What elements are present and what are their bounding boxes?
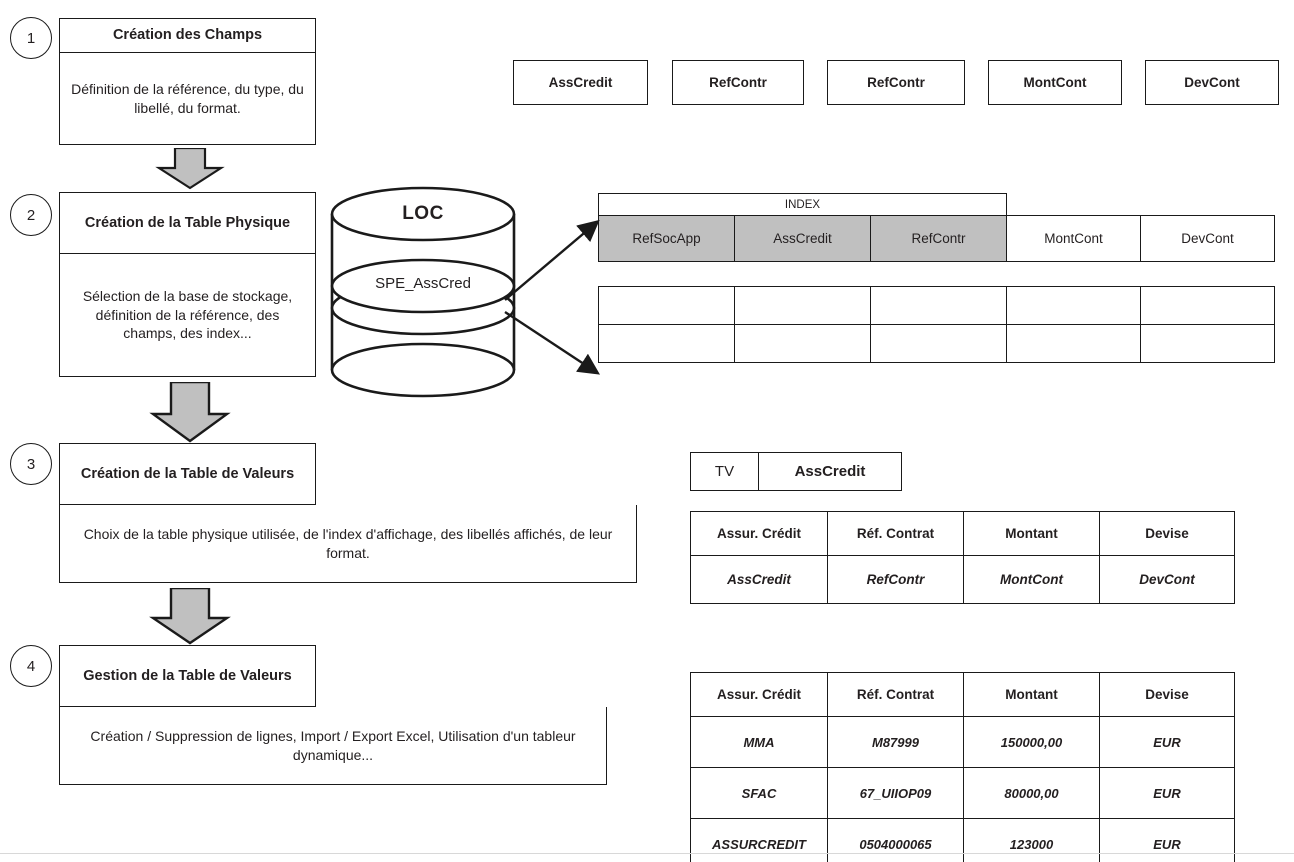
- table-row: MMA M87999 150000,00 EUR: [690, 716, 1235, 768]
- cell-ref-contrat: RefContr: [827, 555, 964, 604]
- physical-column-5: DevCont: [1140, 215, 1275, 262]
- column-header-ref-contrat: Réf. Contrat: [827, 672, 964, 717]
- table-row: AssCredit RefContr MontCont DevCont: [690, 555, 1235, 604]
- cell-ref-contrat: M87999: [827, 716, 964, 768]
- value-table-data: Assur. Crédit Réf. Contrat Montant Devis…: [690, 672, 1235, 862]
- value-table-type: TV: [690, 452, 759, 491]
- field-box-2: RefContr: [672, 60, 804, 105]
- database-cylinder: LOC SPE_AssCred: [328, 186, 518, 398]
- step-number-badge-4: 4: [10, 645, 52, 687]
- cell-montant: MontCont: [963, 555, 1100, 604]
- table-header-row: Assur. Crédit Réf. Contrat Montant Devis…: [690, 511, 1235, 556]
- table-row: [598, 286, 1275, 325]
- column-header-montant: Montant: [963, 511, 1100, 556]
- step-title-4: Gestion de la Table de Valeurs: [59, 645, 316, 707]
- arrow-to-data-rows: [504, 310, 601, 375]
- table-row: [598, 324, 1275, 363]
- index-spacer-1: [1007, 194, 1141, 216]
- cell-assur-credit: MMA: [690, 716, 828, 768]
- cell-devise: EUR: [1099, 767, 1235, 819]
- footer-divider: [0, 853, 1294, 854]
- cell-ref-contrat: 0504000065: [827, 818, 964, 862]
- column-header-assur-credit: Assur. Crédit: [690, 511, 828, 556]
- empty-cell: [870, 324, 1007, 363]
- table-row: TV AssCredit: [690, 452, 902, 491]
- empty-cell: [1006, 324, 1141, 363]
- step-body-4: Création / Suppression de lignes, Import…: [59, 707, 607, 785]
- step-title-2: Création de la Table Physique: [59, 192, 316, 254]
- database-cylinder-icon: [330, 186, 516, 398]
- step-title-1: Création des Champs: [59, 18, 316, 53]
- physical-table-rows: [598, 286, 1275, 363]
- field-box-4: MontCont: [988, 60, 1122, 105]
- cell-ref-contrat: 67_UIIOP09: [827, 767, 964, 819]
- step-body-3: Choix de la table physique utilisée, de …: [59, 505, 637, 583]
- arrow-to-index-row: [504, 219, 600, 301]
- column-header-devise: Devise: [1099, 672, 1235, 717]
- step-number-badge-1: 1: [10, 17, 52, 59]
- column-header-assur-credit: Assur. Crédit: [690, 672, 828, 717]
- database-table-label: SPE_AssCred: [375, 275, 471, 292]
- table-header-row: Assur. Crédit Réf. Contrat Montant Devis…: [690, 672, 1235, 717]
- value-table-data-grid: Assur. Crédit Réf. Contrat Montant Devis…: [690, 672, 1235, 862]
- value-table-tag: TV AssCredit: [690, 452, 902, 491]
- cell-assur-credit: SFAC: [690, 767, 828, 819]
- index-header-row: INDEX: [598, 193, 1275, 216]
- column-header-devise: Devise: [1099, 511, 1235, 556]
- physical-column-2: AssCredit: [734, 215, 871, 262]
- cell-devise: DevCont: [1099, 555, 1235, 604]
- physical-column-row: RefSocApp AssCredit RefContr MontCont De…: [598, 215, 1275, 262]
- value-table-def-grid: Assur. Crédit Réf. Contrat Montant Devis…: [690, 511, 1235, 604]
- database-top-label: LOC: [402, 203, 444, 224]
- empty-cell: [1140, 324, 1275, 363]
- physical-table-header: INDEX RefSocApp AssCredit RefContr MontC…: [598, 193, 1275, 262]
- cell-montant: 123000: [963, 818, 1100, 862]
- cell-montant: 150000,00: [963, 716, 1100, 768]
- empty-cell: [598, 324, 735, 363]
- empty-cell: [1140, 286, 1275, 325]
- step-number-badge-2: 2: [10, 194, 52, 236]
- empty-cell: [734, 286, 871, 325]
- table-row: ASSURCREDIT 0504000065 123000 EUR: [690, 818, 1235, 862]
- cell-assur-credit: AssCredit: [690, 555, 828, 604]
- field-box-5: DevCont: [1145, 60, 1279, 105]
- table-row: SFAC 67_UIIOP09 80000,00 EUR: [690, 767, 1235, 819]
- step-body-1: Définition de la référence, du type, du …: [59, 53, 316, 145]
- empty-cell: [1006, 286, 1141, 325]
- cell-assur-credit: ASSURCREDIT: [690, 818, 828, 862]
- physical-column-3: RefContr: [870, 215, 1007, 262]
- cell-devise: EUR: [1099, 818, 1235, 862]
- flow-arrow-1-to-2: [155, 146, 225, 195]
- step-number-badge-3: 3: [10, 443, 52, 485]
- physical-table-columns: INDEX RefSocApp AssCredit RefContr MontC…: [598, 193, 1275, 262]
- step-title-3: Création de la Table de Valeurs: [59, 443, 316, 505]
- empty-cell: [598, 286, 735, 325]
- value-table-name: AssCredit: [758, 452, 902, 491]
- index-spacer-2: [1141, 194, 1275, 216]
- column-header-ref-contrat: Réf. Contrat: [827, 511, 964, 556]
- step-body-2: Sélection de la base de stockage, défini…: [59, 254, 316, 377]
- value-table-definition: Assur. Crédit Réf. Contrat Montant Devis…: [690, 511, 1235, 604]
- value-table-tag-box: TV AssCredit: [690, 452, 902, 491]
- empty-cell: [734, 324, 871, 363]
- column-header-montant: Montant: [963, 672, 1100, 717]
- flow-arrow-2-to-3: [148, 380, 232, 449]
- index-label: INDEX: [598, 193, 1007, 216]
- empty-cell: [870, 286, 1007, 325]
- cylinder-to-table-connectors: [500, 200, 630, 385]
- field-box-3: RefContr: [827, 60, 965, 105]
- flow-arrow-3-to-4: [148, 586, 232, 651]
- physical-column-4: MontCont: [1006, 215, 1141, 262]
- cell-montant: 80000,00: [963, 767, 1100, 819]
- field-box-1: AssCredit: [513, 60, 648, 105]
- cell-devise: EUR: [1099, 716, 1235, 768]
- physical-empty-rows: [598, 286, 1275, 363]
